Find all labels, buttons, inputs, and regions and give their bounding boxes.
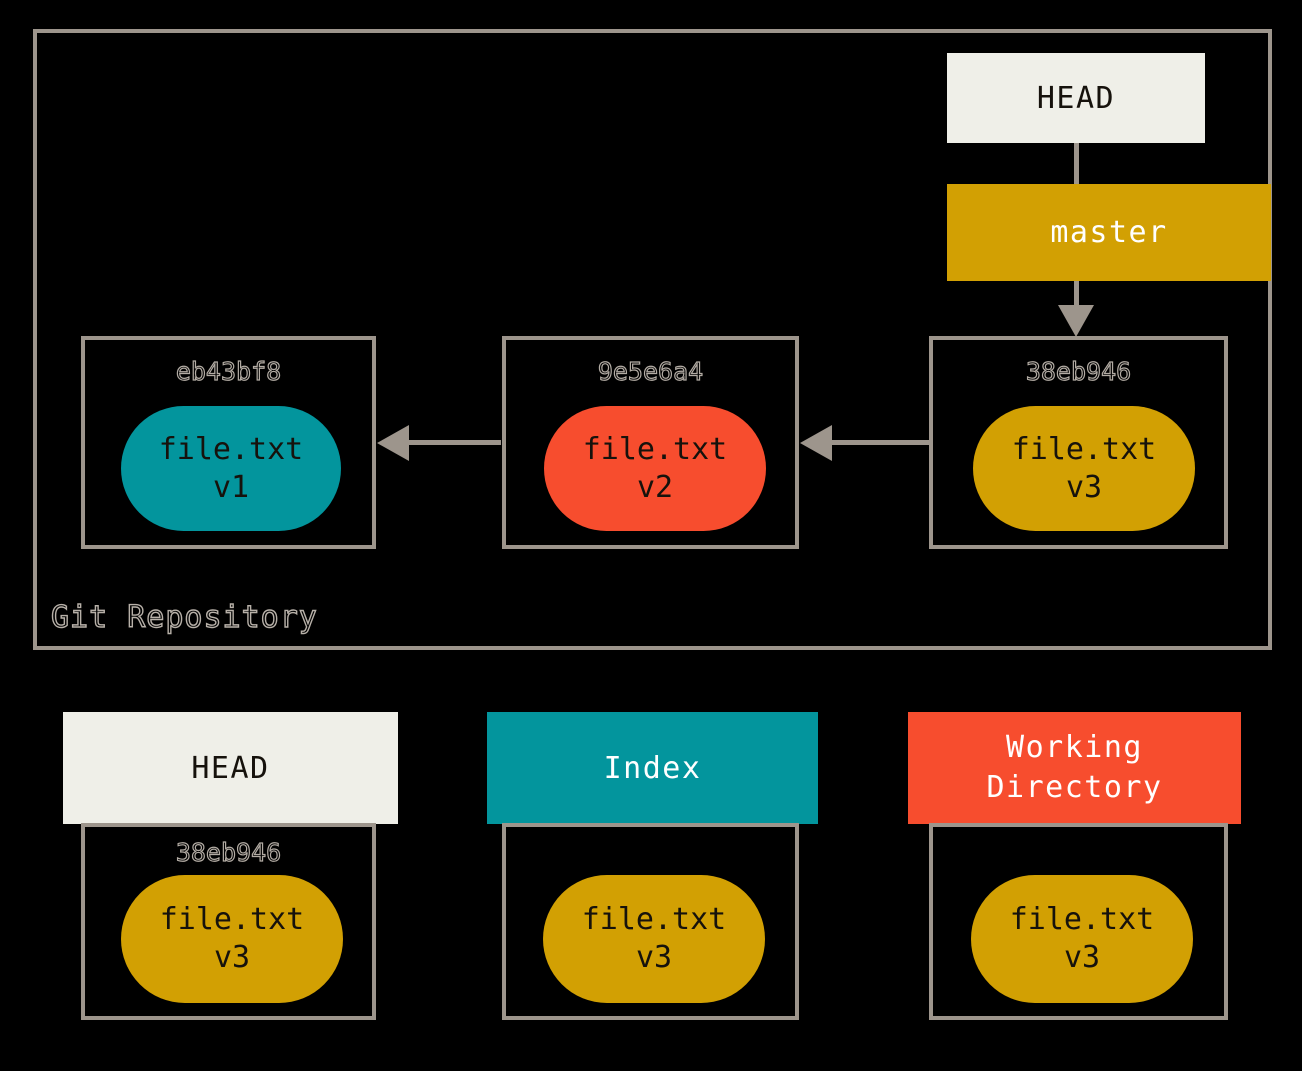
blob-version: v2 bbox=[636, 469, 674, 505]
commit3-to-commit2-arrowhead bbox=[800, 425, 832, 461]
commit-hash-label: 9e5e6a4 bbox=[597, 357, 704, 386]
commit-blob-v2: file.txt v2 bbox=[544, 406, 766, 531]
state-header-head: HEAD bbox=[63, 712, 398, 824]
blob-version: v3 bbox=[1065, 469, 1103, 505]
head-to-master-connector bbox=[1074, 143, 1079, 185]
commit3-to-commit2-connector bbox=[832, 440, 930, 445]
blob-filename: file.txt bbox=[581, 902, 727, 937]
state-body-working-directory: file.txt v3 bbox=[929, 823, 1228, 1020]
blob-version: v3 bbox=[635, 940, 673, 975]
blob-version: v3 bbox=[1063, 940, 1101, 975]
blob-version: v3 bbox=[213, 940, 251, 975]
state-header-index: Index bbox=[487, 712, 818, 824]
repo-master-branch-pointer: master bbox=[947, 184, 1271, 281]
master-to-commit-arrowhead bbox=[1058, 305, 1094, 337]
state-blob-index: file.txt v3 bbox=[543, 875, 765, 1003]
master-to-commit-connector bbox=[1074, 281, 1079, 314]
blob-filename: file.txt bbox=[159, 902, 305, 937]
blob-version: v1 bbox=[212, 469, 250, 505]
state-body-index: file.txt v3 bbox=[502, 823, 799, 1020]
state-blob-head: file.txt v3 bbox=[121, 875, 343, 1003]
blob-filename: file.txt bbox=[582, 431, 728, 467]
state-hash-label: 38eb946 bbox=[175, 838, 282, 867]
blob-filename: file.txt bbox=[1009, 902, 1155, 937]
blob-filename: file.txt bbox=[1011, 431, 1157, 467]
git-repository-container bbox=[33, 29, 1272, 650]
state-header-working-directory: Working Directory bbox=[908, 712, 1241, 824]
commit2-to-commit1-connector bbox=[409, 440, 501, 445]
state-blob-working-directory: file.txt v3 bbox=[971, 875, 1193, 1003]
git-repository-label: Git Repository bbox=[50, 600, 318, 635]
state-body-head: 38eb946 file.txt v3 bbox=[81, 823, 376, 1020]
repo-head-pointer: HEAD bbox=[947, 53, 1205, 143]
commit-node-eb43bf8: eb43bf8 file.txt v1 bbox=[81, 336, 376, 549]
commit-node-9e5e6a4: 9e5e6a4 file.txt v2 bbox=[502, 336, 799, 549]
commit-hash-label: eb43bf8 bbox=[175, 357, 282, 386]
commit2-to-commit1-arrowhead bbox=[377, 425, 409, 461]
commit-hash-label: 38eb946 bbox=[1025, 357, 1132, 386]
commit-node-38eb946: 38eb946 file.txt v3 bbox=[929, 336, 1228, 549]
blob-filename: file.txt bbox=[158, 431, 304, 467]
commit-blob-v3: file.txt v3 bbox=[973, 406, 1195, 531]
commit-blob-v1: file.txt v1 bbox=[121, 406, 341, 531]
